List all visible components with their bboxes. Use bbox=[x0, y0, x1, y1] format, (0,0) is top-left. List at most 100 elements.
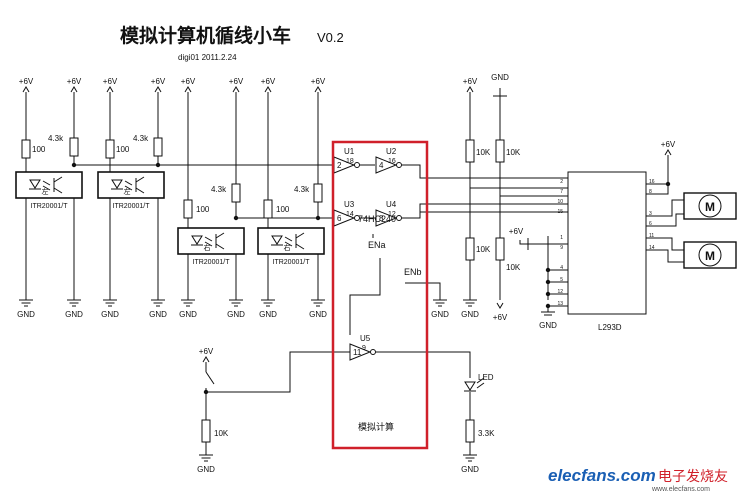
l293d-pin-number: 1 bbox=[560, 235, 563, 241]
vcc-label: +6V bbox=[151, 77, 166, 86]
vcc-arrow bbox=[496, 302, 504, 309]
res-value: 10K bbox=[476, 148, 491, 157]
vcc-label: +6V bbox=[311, 77, 326, 86]
resistor-100 bbox=[263, 199, 273, 219]
pin-number: 12 bbox=[388, 211, 396, 218]
junction-dot bbox=[665, 181, 671, 187]
pin-number: 11 bbox=[353, 348, 362, 357]
analog-compute-box bbox=[331, 140, 429, 450]
pin-number: 4 bbox=[379, 161, 384, 170]
res-value: 100 bbox=[32, 145, 46, 154]
vcc-arrow bbox=[184, 86, 192, 93]
gnd-label: GND bbox=[65, 310, 83, 319]
l293d-pin-number: 12 bbox=[557, 289, 563, 295]
l293d-pin-number: 6 bbox=[649, 221, 652, 227]
light-arrow bbox=[42, 180, 51, 186]
phototransistor-symbol bbox=[215, 232, 225, 239]
version-label: V0.2 bbox=[317, 30, 344, 45]
resistor-10k bbox=[201, 419, 211, 443]
inverter-bubble bbox=[354, 162, 360, 168]
vcc-arrow bbox=[70, 86, 78, 93]
light-arrow bbox=[124, 185, 133, 191]
l293d-pin-number: 14 bbox=[649, 245, 655, 251]
gate-ref-label: U1 bbox=[344, 147, 355, 156]
enb-label: ENb bbox=[404, 267, 422, 277]
wire bbox=[205, 371, 215, 385]
phototransistor-symbol bbox=[135, 187, 145, 194]
phototransistor-symbol bbox=[53, 176, 63, 183]
res-value: 100 bbox=[196, 205, 210, 214]
inverter-gate bbox=[375, 209, 398, 227]
vcc-label: +6V bbox=[19, 77, 34, 86]
phototransistor-symbol bbox=[135, 176, 145, 183]
light-arrow bbox=[284, 236, 293, 242]
motor-label: M bbox=[705, 200, 715, 214]
vcc-label: +6V bbox=[103, 77, 118, 86]
res-value: 10K bbox=[214, 429, 229, 438]
gnd-label: GND bbox=[197, 465, 215, 474]
gnd-label: GND bbox=[461, 310, 479, 319]
res-value: 10K bbox=[506, 148, 521, 157]
vcc-arrow bbox=[22, 86, 30, 93]
pin-number: 9 bbox=[362, 345, 366, 352]
inverter-bubble bbox=[354, 215, 360, 221]
l293d-pin-number: 4 bbox=[560, 265, 563, 271]
phototransistor-symbol bbox=[295, 232, 305, 239]
vcc-arrow bbox=[664, 149, 672, 156]
res-value: 4.3k bbox=[211, 185, 227, 194]
sensor-part-label: ITR20001/T bbox=[193, 259, 231, 266]
res-value: 10K bbox=[506, 263, 521, 272]
gate-ref-label: U2 bbox=[386, 147, 397, 156]
wire bbox=[519, 240, 548, 245]
sensor-side-label: 右 bbox=[284, 243, 291, 252]
pin-number: 2 bbox=[337, 161, 342, 170]
vcc-arrow bbox=[314, 86, 322, 93]
resistor-4k3 bbox=[153, 137, 163, 157]
resistor-100 bbox=[21, 139, 31, 159]
vcc-arrow bbox=[264, 86, 272, 93]
ir-led-symbol bbox=[191, 235, 203, 245]
vcc-label: +6V bbox=[261, 77, 276, 86]
resistor-100 bbox=[105, 139, 115, 159]
chip-74hc240-label: 74HC240 bbox=[358, 214, 396, 224]
wire bbox=[402, 203, 568, 219]
watermark-url: www.elecfans.com bbox=[651, 486, 710, 493]
wire bbox=[405, 282, 441, 300]
pin-number: 8 bbox=[379, 214, 384, 223]
inverter-gate bbox=[349, 343, 372, 361]
l293d-pin-number: 5 bbox=[560, 277, 563, 283]
resistor-10k bbox=[495, 139, 505, 163]
vcc-label: +6V bbox=[229, 77, 244, 86]
l293d-pin-number: 2 bbox=[560, 179, 563, 185]
gnd-label: GND bbox=[101, 310, 119, 319]
motor-symbol bbox=[698, 194, 722, 218]
pin-number: 18 bbox=[346, 158, 354, 165]
ena-label: ENa bbox=[368, 240, 386, 250]
light-arrow bbox=[204, 236, 213, 242]
wire bbox=[660, 155, 669, 185]
inverter-bubble bbox=[396, 162, 402, 168]
sensor-side-label: 左 bbox=[42, 187, 49, 196]
watermark-site: elecfans.com bbox=[548, 466, 656, 485]
sensor-part-label: ITR20001/T bbox=[31, 203, 69, 210]
resistor-10k bbox=[465, 237, 475, 261]
vcc-arrow bbox=[154, 86, 162, 93]
wire bbox=[660, 237, 684, 251]
sensor-part-label: ITR20001/T bbox=[113, 203, 151, 210]
led-symbol bbox=[464, 381, 476, 391]
pin-number: 14 bbox=[346, 211, 354, 218]
resistor-4k3 bbox=[313, 183, 323, 203]
led-label: LED bbox=[478, 373, 494, 382]
pin-number: 6 bbox=[337, 214, 342, 223]
junction-dot bbox=[545, 267, 551, 273]
res-value: 100 bbox=[276, 205, 290, 214]
components bbox=[15, 86, 737, 462]
resistor-4k3 bbox=[69, 137, 79, 157]
phototransistor-symbol bbox=[295, 243, 305, 250]
l293d-pin-number: 7 bbox=[560, 189, 563, 195]
wire bbox=[660, 249, 684, 263]
l293d-label: L293D bbox=[598, 323, 622, 332]
l293d-pin-number: 9 bbox=[560, 245, 563, 251]
vcc-arrow bbox=[106, 86, 114, 93]
l293d-chip bbox=[567, 171, 647, 315]
